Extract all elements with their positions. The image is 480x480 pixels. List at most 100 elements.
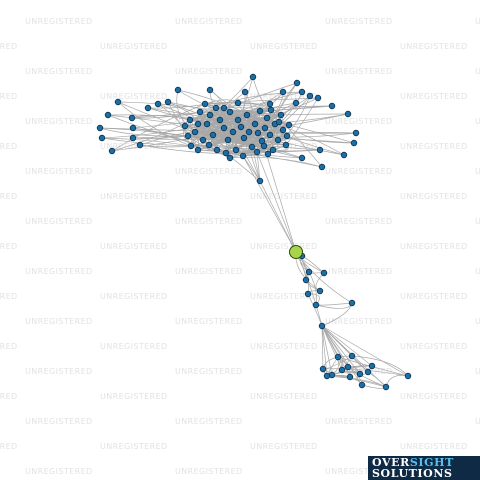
network-edge [326, 375, 387, 388]
network-edge [189, 105, 333, 121]
watermark-text: UNREGISTERED [250, 192, 318, 201]
watermark-text: UNREGISTERED [250, 442, 318, 451]
network-node [240, 134, 248, 142]
network-node [352, 129, 360, 137]
network-node [129, 124, 137, 132]
network-node [346, 373, 354, 381]
watermark-text: UNREGISTERED [0, 342, 18, 351]
network-edge [321, 325, 409, 377]
network-edge [301, 255, 325, 274]
network-node [194, 120, 202, 128]
watermark-text: UNREGISTERED [175, 317, 243, 326]
network-node [263, 114, 271, 122]
network-edge [263, 145, 297, 253]
network-edge [132, 127, 225, 139]
watermark-text: UNREGISTERED [325, 17, 393, 26]
network-node [302, 276, 310, 284]
watermark-text: UNREGISTERED [475, 317, 480, 326]
network-node [191, 128, 199, 136]
network-node [129, 134, 137, 142]
watermark-text: UNREGISTERED [325, 267, 393, 276]
watermark-text: UNREGISTERED [400, 442, 468, 451]
network-node [234, 99, 242, 107]
network-node [292, 99, 300, 107]
watermark-text: UNREGISTERED [175, 467, 243, 476]
watermark-text: UNREGISTERED [100, 142, 168, 151]
watermark-text: UNREGISTERED [0, 242, 18, 251]
network-node [312, 301, 320, 309]
network-node [319, 365, 327, 373]
watermark-text: UNREGISTERED [475, 17, 480, 26]
network-node [344, 110, 352, 118]
watermark-text: UNREGISTERED [325, 317, 393, 326]
watermark-text: UNREGISTERED [325, 467, 393, 476]
network-node [279, 126, 287, 134]
watermark-text: UNREGISTERED [475, 167, 480, 176]
network-node [275, 118, 283, 126]
network-node [224, 136, 232, 144]
network-node [340, 151, 348, 159]
network-node [237, 123, 245, 131]
network-node [229, 128, 237, 136]
network-node [318, 163, 326, 171]
network-node [298, 154, 306, 162]
network-node [206, 111, 214, 119]
network-node [344, 363, 352, 371]
network-node [241, 88, 249, 96]
network-node [316, 287, 324, 295]
network-edge [321, 325, 328, 377]
network-edge [321, 325, 333, 376]
network-edge [321, 325, 361, 375]
network-edge [176, 89, 196, 133]
network-node [356, 370, 364, 378]
network-node [251, 120, 259, 128]
network-node [358, 381, 366, 389]
network-node [266, 100, 274, 108]
network-node [226, 108, 234, 116]
network-edge [187, 135, 355, 144]
network-node [279, 88, 287, 96]
watermark-text: UNREGISTERED [400, 292, 468, 301]
network-node [108, 147, 116, 155]
network-node [216, 116, 224, 124]
watermark-text: UNREGISTERED [25, 467, 93, 476]
network-node [282, 141, 290, 149]
logo-word-over: OVER [372, 456, 410, 469]
watermark-text: UNREGISTERED [25, 317, 93, 326]
network-edge [204, 97, 319, 105]
network-node [213, 146, 221, 154]
watermark-text: UNREGISTERED [325, 217, 393, 226]
network-edge [209, 82, 298, 116]
network-edge [315, 302, 353, 306]
network-edge [199, 91, 303, 113]
watermark-text: UNREGISTERED [400, 242, 468, 251]
network-edge [322, 368, 409, 377]
network-edge [157, 103, 199, 151]
watermark-text: UNREGISTERED [0, 292, 18, 301]
network-edge [157, 103, 199, 125]
watermark-text: UNREGISTERED [25, 267, 93, 276]
watermark-text: UNREGISTERED [0, 92, 18, 101]
network-edge [256, 151, 261, 182]
network-node [350, 139, 358, 147]
network-node [283, 132, 291, 140]
network-edge [139, 144, 210, 148]
watermark-text: UNREGISTERED [175, 367, 243, 376]
network-edge [197, 149, 303, 159]
network-edge [223, 127, 345, 156]
network-edge [212, 102, 297, 136]
watermark-text: UNREGISTERED [25, 367, 93, 376]
watermark-text: UNREGISTERED [0, 442, 18, 451]
watermark-text: UNREGISTERED [325, 167, 393, 176]
network-node [254, 129, 262, 137]
network-edge [184, 105, 333, 127]
network-node [234, 116, 242, 124]
watermark-text: UNREGISTERED [325, 117, 393, 126]
watermark-text: UNREGISTERED [475, 217, 480, 226]
watermark-text: UNREGISTERED [250, 242, 318, 251]
network-node [203, 120, 211, 128]
network-node [298, 88, 306, 96]
network-edge [280, 113, 349, 116]
network-node [154, 100, 162, 108]
watermark-text: UNREGISTERED [0, 42, 18, 51]
